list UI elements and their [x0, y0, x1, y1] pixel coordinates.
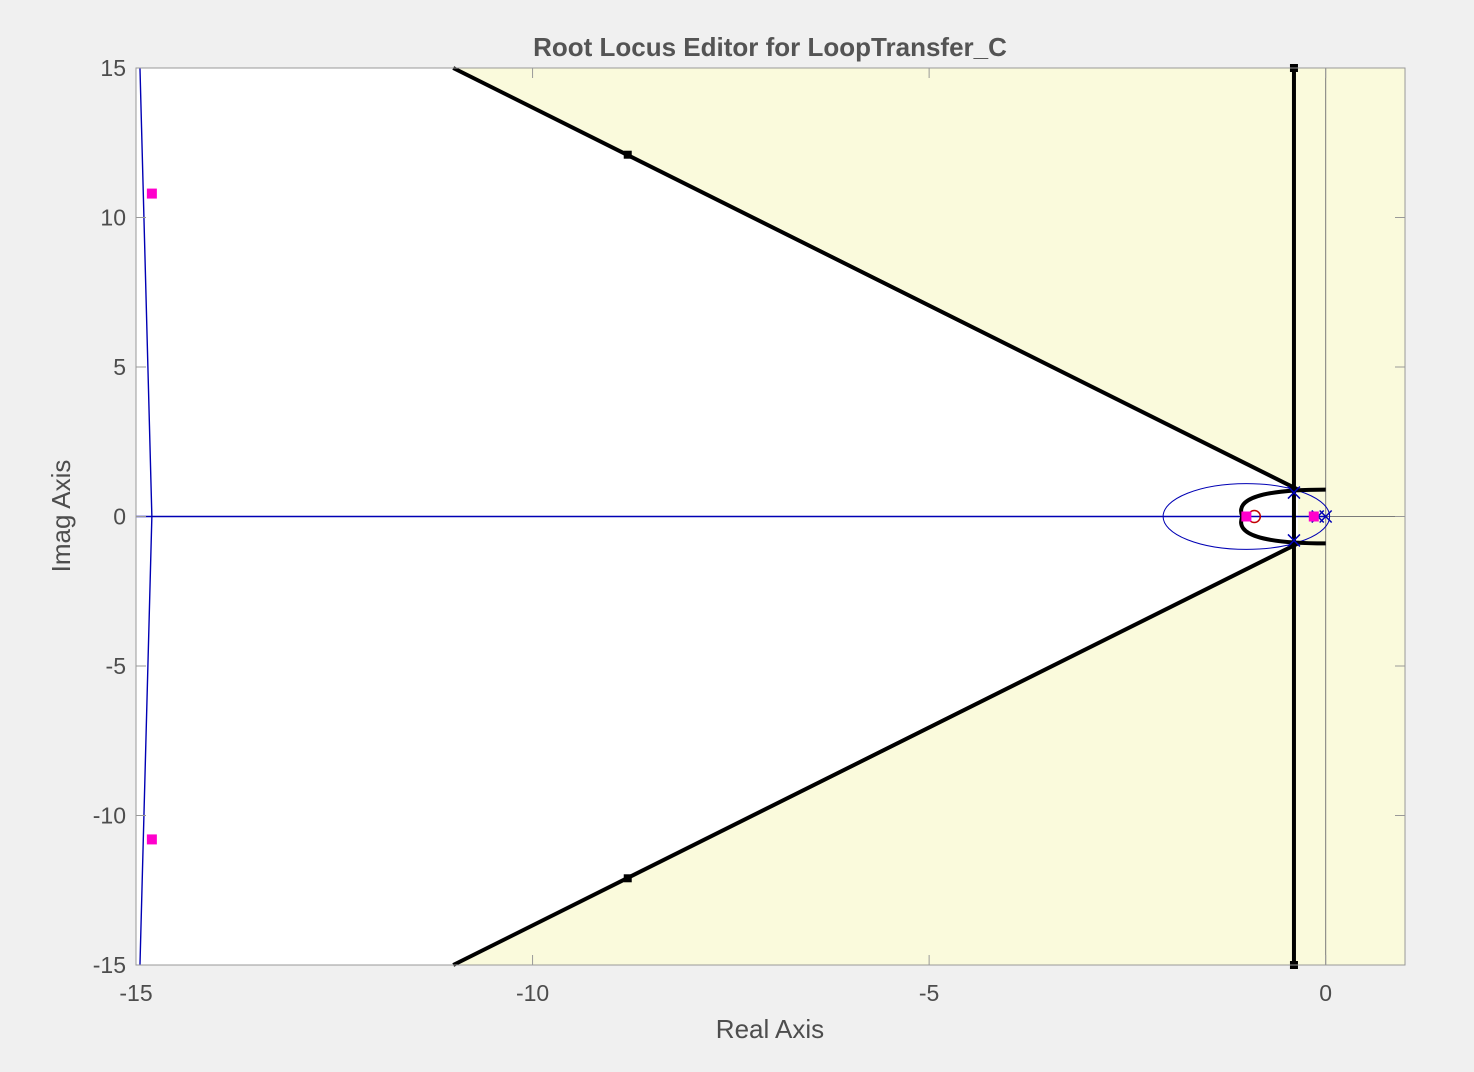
- y-tick-label: -10: [93, 803, 126, 829]
- y-tick-label: 10: [100, 205, 126, 231]
- damping-constraint-line-1: [452, 66, 1299, 492]
- design-region-shading: [453, 68, 1405, 965]
- open-loop-pole-4: [1287, 533, 1301, 547]
- chart-title: Root Locus Editor for LoopTransfer_C: [533, 32, 1007, 62]
- closed-loop-pole-2: [146, 834, 157, 845]
- x-tick-label: -5: [919, 980, 939, 1006]
- x-tick-label: 0: [1319, 980, 1332, 1006]
- y-tick-label: 15: [100, 55, 126, 81]
- y-tick-label: 5: [113, 354, 126, 380]
- constraint-marker-2: [623, 874, 632, 883]
- y-tick-label: 0: [113, 504, 126, 530]
- constraint-marker-1: [623, 150, 632, 159]
- closed-loop-pole-3: [1241, 511, 1252, 522]
- y-tick-label: -5: [106, 653, 126, 679]
- x-axis-label: Real Axis: [716, 1014, 824, 1044]
- damping-constraint-line-2: [452, 541, 1299, 967]
- closed-loop-pole-1: [146, 188, 157, 199]
- y-axis-label: Imag Axis: [46, 460, 76, 573]
- open-loop-pole-3: [1287, 486, 1301, 500]
- x-tick-label: -15: [119, 980, 152, 1006]
- y-tick-label: -15: [93, 952, 126, 978]
- x-tick-label: -10: [516, 980, 549, 1006]
- closed-loop-pole-4: [1308, 511, 1319, 522]
- locus-branch-ellipse: [1162, 483, 1331, 550]
